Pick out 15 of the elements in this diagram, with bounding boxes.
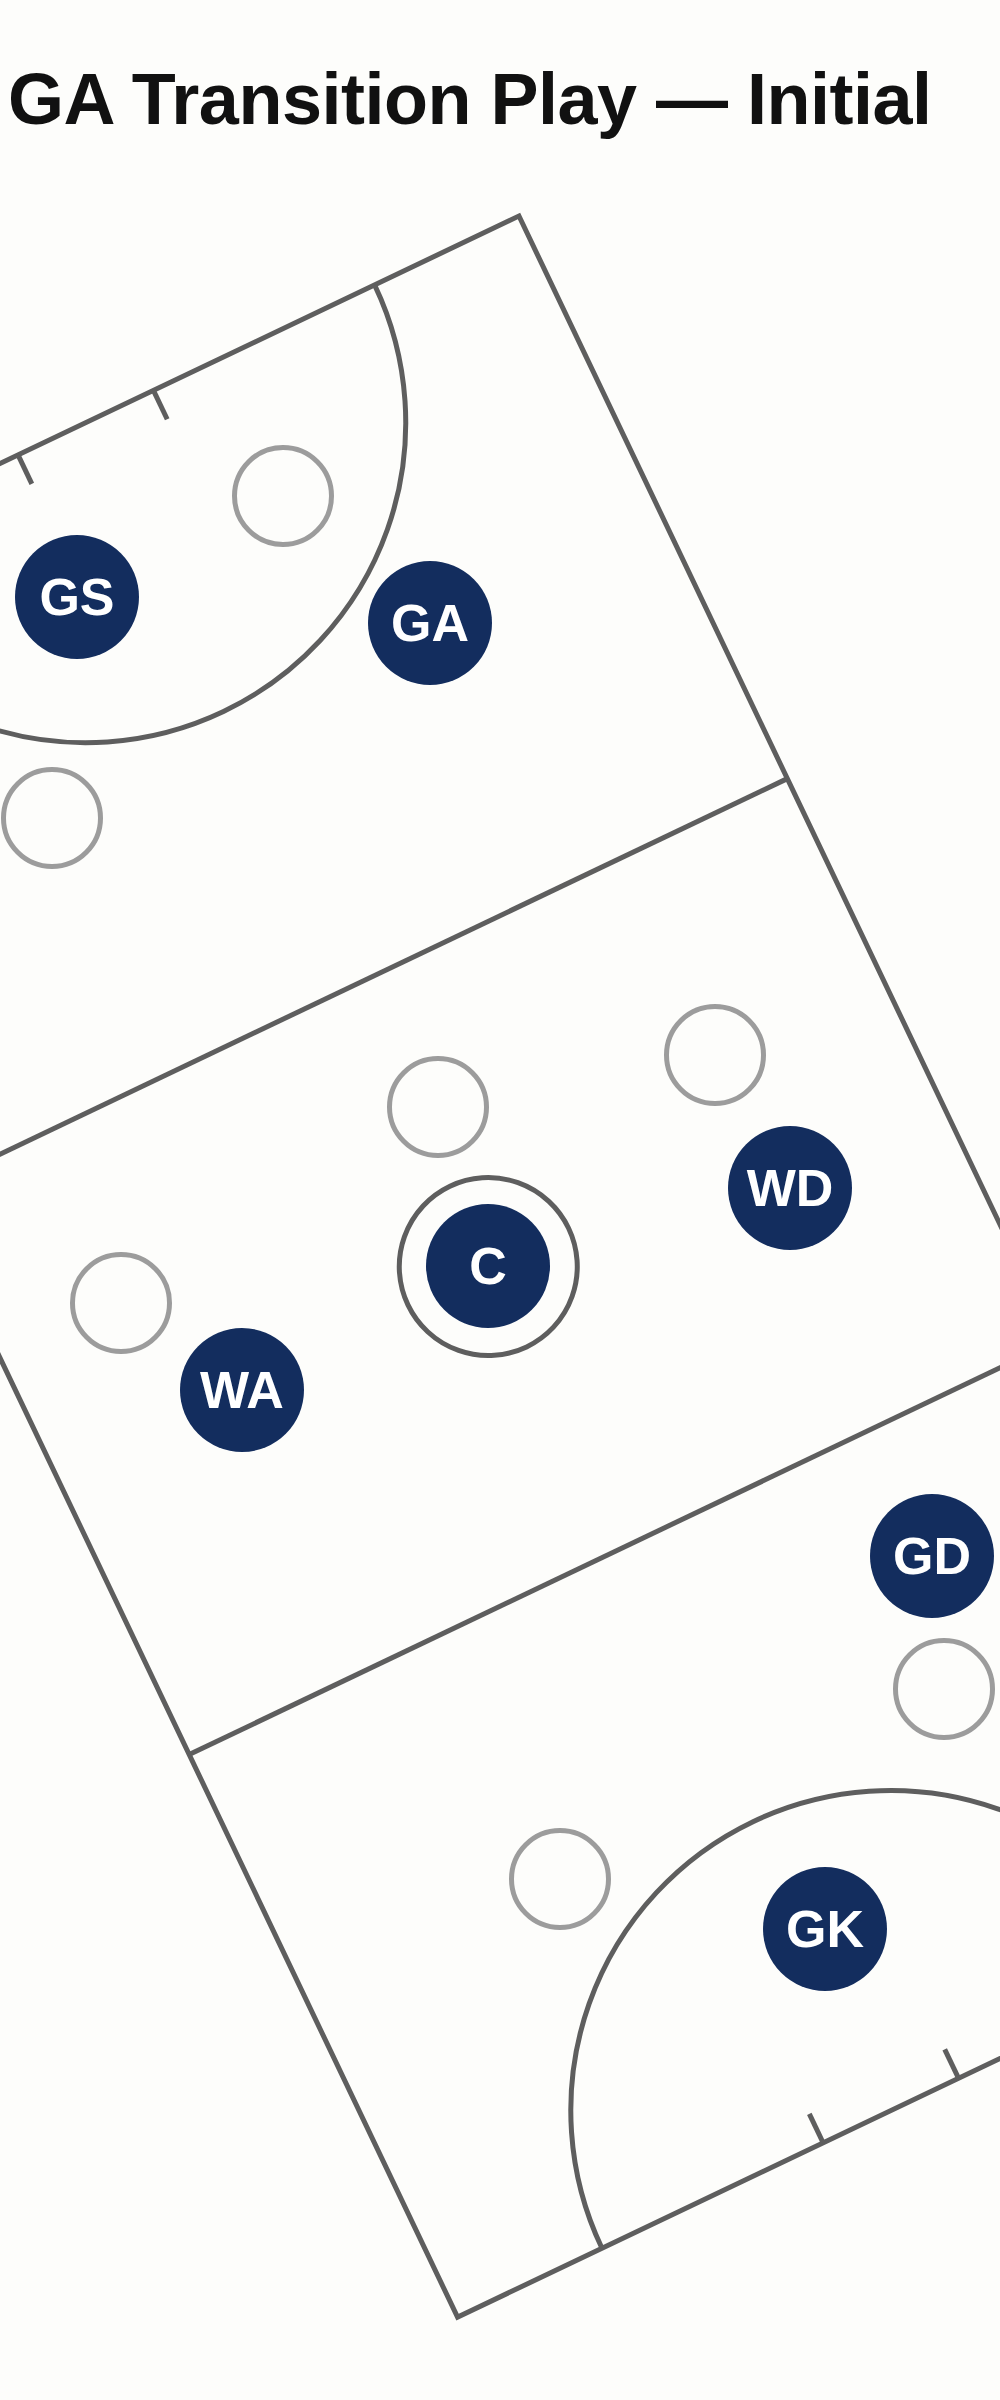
player-token: GA	[368, 561, 492, 685]
player-token: GK	[763, 1867, 887, 1991]
diagram-title: GA Transition Play — Initial	[8, 58, 932, 141]
empty-marker	[232, 445, 334, 547]
player-token: WD	[728, 1126, 852, 1250]
player-token: GD	[870, 1494, 994, 1618]
player-token: C	[426, 1204, 550, 1328]
empty-marker	[1, 767, 103, 869]
empty-marker	[893, 1638, 995, 1740]
player-token: WA	[180, 1328, 304, 1452]
empty-marker	[70, 1252, 172, 1354]
empty-marker	[509, 1828, 611, 1930]
player-token: GS	[15, 535, 139, 659]
empty-marker	[664, 1004, 766, 1106]
empty-marker	[387, 1056, 489, 1158]
